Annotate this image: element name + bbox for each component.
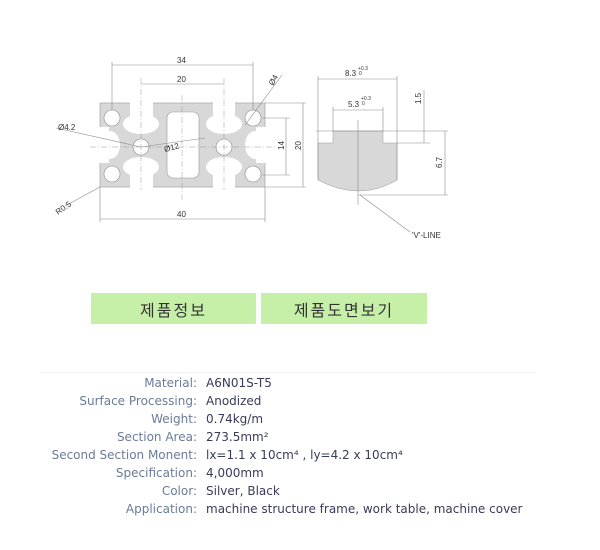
spec-row-weight: Weight: 0.74kg/m xyxy=(0,410,600,428)
spec-value: Anodized xyxy=(206,394,262,408)
dim-6-7: 6.7 xyxy=(435,156,444,168)
spec-value: 273.5mm² xyxy=(206,430,269,444)
dim-20: 20 xyxy=(177,75,186,84)
tab-product-drawing[interactable]: 제품도면보기 xyxy=(261,293,427,324)
spec-label: Surface Processing: xyxy=(79,394,197,408)
spec-value: lx=1.1 x 10cm⁴ , ly=4.2 x 10cm⁴ xyxy=(206,448,403,462)
spec-row-section-area: Section Area: 273.5mm² xyxy=(0,428,600,446)
spec-row-section-moment: Second Section Monent: lx=1.1 x 10cm⁴ , l… xyxy=(0,446,600,464)
spec-value: machine structure frame, work table, mac… xyxy=(206,502,523,516)
slot-detail xyxy=(317,130,398,192)
dim-inner-tol-zero: 0 xyxy=(362,101,365,107)
dim-20-height: 20 xyxy=(294,141,303,150)
dim-40: 40 xyxy=(177,210,186,219)
dim-slot-tol-zero: 0 xyxy=(359,71,362,77)
spec-value: A6N01S-T5 xyxy=(206,376,272,390)
spec-label: Application: xyxy=(125,502,197,516)
spec-row-specification: Specification: 4,000mm xyxy=(0,464,600,482)
divider xyxy=(40,372,535,373)
dim-r0-5: R0.5 xyxy=(54,199,73,216)
spec-label: Material: xyxy=(144,376,197,390)
spec-label: Specification: xyxy=(115,466,197,480)
dim-14: 14 xyxy=(277,141,286,150)
spec-row-material: Material: A6N01S-T5 xyxy=(0,374,600,392)
dim-1-5: 1.5 xyxy=(414,92,423,104)
v-line-label: 'V'-LINE xyxy=(412,231,441,240)
spec-value: Silver, Black xyxy=(206,484,280,498)
spec-row-surface: Surface Processing: Anodized xyxy=(0,392,600,410)
spec-value: 4,000mm xyxy=(206,466,264,480)
profile-technical-drawing: 34 20 40 14 20 Ø4 Ø4.2 Ø12 R0.5 8.3 +0.3… xyxy=(54,56,448,240)
dim-slot-width: 8.3 xyxy=(345,69,357,78)
spec-row-color: Color: Silver, Black xyxy=(0,482,600,500)
spec-label: Section Area: xyxy=(116,430,197,444)
spec-value: 0.74kg/m xyxy=(206,412,264,426)
dim-slot-tol-plus: +0.3 xyxy=(358,66,368,72)
dim-34: 34 xyxy=(177,56,186,65)
spec-label: Weight: xyxy=(151,412,197,426)
tab-product-info[interactable]: 제품정보 xyxy=(91,293,256,324)
spec-label: Color: xyxy=(161,484,197,498)
dim-slot-inner: 5.3 xyxy=(348,100,360,109)
dim-inner-tol-plus: +0.3 xyxy=(361,96,371,102)
spec-label: Second Section Monent: xyxy=(51,448,197,462)
dim-d4: Ø4 xyxy=(267,73,280,87)
dim-d4-2: Ø4.2 xyxy=(58,123,76,132)
dim-d12: Ø12 xyxy=(163,141,180,154)
spec-row-application: Application: machine structure frame, wor… xyxy=(0,500,600,518)
profile-cross-section xyxy=(99,102,266,188)
